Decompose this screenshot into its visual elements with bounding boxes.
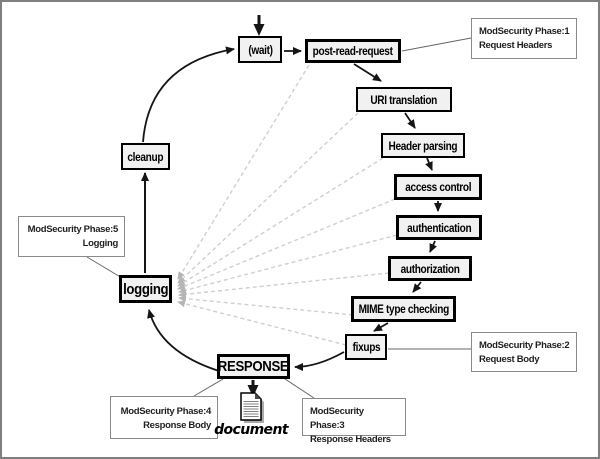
node-cleanup: cleanup xyxy=(121,143,170,170)
node-uri-translation: URI translation xyxy=(356,87,452,112)
node-label: authentication xyxy=(406,220,472,235)
flow-arrows xyxy=(141,15,442,397)
node-post-read-request: post-read-request xyxy=(305,39,401,63)
annotation-line: Response Headers xyxy=(310,434,391,445)
node-authentication: authentication xyxy=(396,215,482,240)
node-authorization: authorization xyxy=(388,256,472,281)
node-response: RESPONSE xyxy=(217,354,290,379)
annotation-line: Logging xyxy=(82,238,119,249)
document-label: document xyxy=(214,422,288,438)
node-mime-type-checking: MIME type checking xyxy=(351,296,456,322)
node-label: RESPONSE xyxy=(218,358,289,375)
node-label: URI translation xyxy=(370,92,438,107)
node-label: logging xyxy=(122,280,169,298)
document-icon xyxy=(240,392,264,423)
annotation-line: ModSecurity Phase:5 xyxy=(27,224,119,235)
annotation-modsecurity-phase-3: ModSecurity Phase:3 Response Headers xyxy=(302,398,406,445)
node-label: fixups xyxy=(352,340,380,354)
annotation-line: ModSecurity Phase:1 xyxy=(479,26,570,37)
annotation-line: ModSecurity Phase:4 xyxy=(120,406,212,417)
node-wait: (wait) xyxy=(238,36,282,63)
node-label: post-read-request xyxy=(313,44,393,58)
node-label: (wait) xyxy=(247,42,273,57)
logging-dashed-arrows xyxy=(177,64,398,346)
node-fixups: fixups xyxy=(345,334,387,360)
annotation-modsecurity-phase-4: ModSecurity Phase:4 Response Body xyxy=(110,396,218,439)
node-label: authorization xyxy=(400,261,460,276)
annotation-line: Response Body xyxy=(143,420,211,431)
annotation-line: ModSecurity Phase:3 xyxy=(310,406,364,431)
node-label: Header parsing xyxy=(388,138,458,153)
annotation-modsecurity-phase-1: ModSecurity Phase:1 Request Headers xyxy=(471,18,577,59)
node-label: cleanup xyxy=(127,149,164,164)
annotation-modsecurity-phase-5: ModSecurity Phase:5 Logging xyxy=(18,216,125,257)
annotation-connector-lines xyxy=(86,37,472,399)
node-access-control: access control xyxy=(394,174,482,200)
annotation-line: Request Headers xyxy=(479,40,553,51)
annotation-line: Request Body xyxy=(479,354,540,365)
annotation-modsecurity-phase-2: ModSecurity Phase:2 Request Body xyxy=(471,332,577,372)
node-header-parsing: Header parsing xyxy=(381,133,465,158)
node-label: access control xyxy=(405,180,471,194)
node-label: MIME type checking xyxy=(358,302,449,316)
node-logging: logging xyxy=(119,275,172,303)
annotation-line: ModSecurity Phase:2 xyxy=(479,340,570,351)
